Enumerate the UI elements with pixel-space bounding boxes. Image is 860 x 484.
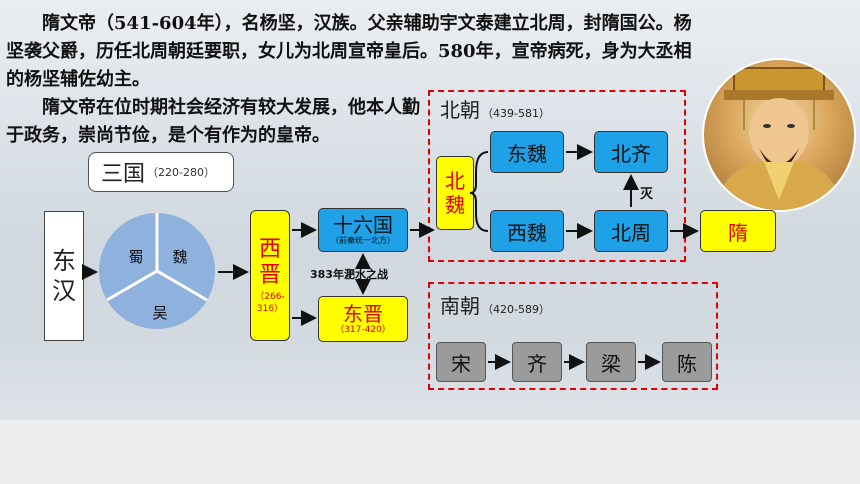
sanguo-years: （220-280）	[147, 166, 215, 179]
chen-label: 陈	[677, 351, 697, 376]
donghan-char-2: 汉	[52, 277, 76, 305]
beiwei-char-2: 魏	[445, 193, 465, 217]
beiqi-box: 北齐	[594, 131, 668, 173]
north-title: 北朝（439-581）	[440, 94, 550, 123]
sui-box: 隋	[700, 210, 776, 252]
qi-box: 齐	[512, 342, 562, 382]
donghan-char-1: 东	[52, 247, 76, 275]
mie-label: 灭	[640, 187, 654, 202]
pie-label-shu: 蜀	[128, 248, 143, 266]
south-title: 南朝（420-589）	[440, 290, 550, 319]
intro-text-1: 隋文帝（541-604年），名杨坚，汉族。父亲辅助宇文泰建立北周，封隋国公。杨坚…	[6, 13, 692, 90]
dongjin-box: 东晋 （317-420）	[318, 296, 408, 342]
dongwei-label: 东魏	[507, 141, 547, 166]
xijin-char-2: 晋	[258, 262, 281, 288]
feishui-battle-label: 383年淝水之战	[310, 268, 388, 281]
intro-text-2: 隋文帝在位时期社会经济有较大发展，他本人勤于政务，崇尚节俭，是个有作为的皇帝。	[6, 97, 420, 146]
south-years: （420-589）	[482, 303, 550, 316]
song-box: 宋	[436, 342, 486, 382]
south-dynasties-region	[428, 282, 718, 390]
donghan-box: 东 汉	[44, 211, 84, 341]
pie-label-wu: 吴	[152, 304, 167, 322]
beiwei-char-1: 北	[445, 169, 465, 193]
shiliuguo-note: （前秦统一北方）	[331, 236, 395, 245]
chen-box: 陈	[662, 342, 712, 382]
dongwei-box: 东魏	[490, 131, 564, 173]
qi-label: 齐	[527, 351, 547, 376]
xijin-years: （266-316）	[255, 291, 285, 314]
intro-paragraph-2: 隋文帝在位时期社会经济有较大发展，他本人勤于政务，崇尚节俭，是个有作为的皇帝。	[6, 94, 426, 150]
beizhou-label: 北周	[611, 220, 651, 245]
beiqi-label: 北齐	[611, 141, 651, 166]
sanguo-title: 三国	[101, 162, 146, 187]
north-years: （439-581）	[482, 107, 550, 120]
dongjin-years: （317-420）	[335, 324, 391, 335]
liang-box: 梁	[586, 342, 636, 382]
xijin-box: 西 晋 （266-316）	[250, 210, 290, 341]
pie-label-wei: 魏	[172, 248, 187, 266]
shiliuguo-box: 十六国 （前秦统一北方）	[318, 208, 408, 252]
xijin-char-1: 西	[258, 236, 281, 262]
pie-divider-left	[106, 269, 158, 302]
xiwei-label: 西魏	[507, 220, 547, 245]
portrait-figure-icon	[714, 67, 844, 210]
intro-paragraph-1: 隋文帝（541-604年），名杨坚，汉族。父亲辅助宇文泰建立北周，封隋国公。杨坚…	[6, 10, 706, 94]
beizhou-box: 北周	[594, 210, 668, 252]
three-kingdoms-pie: 蜀 魏 吴	[99, 213, 215, 329]
sanguo-label: 三国 （220-280）	[88, 152, 234, 192]
liang-label: 梁	[601, 351, 621, 376]
footer-band	[0, 420, 860, 484]
song-label: 宋	[451, 351, 471, 376]
north-dynasties-region	[428, 90, 686, 262]
north-title-text: 北朝	[440, 98, 480, 122]
pie-divider-right	[156, 269, 208, 302]
beiwei-box: 北 魏	[436, 156, 474, 230]
south-title-text: 南朝	[440, 294, 480, 318]
dongjin-title: 东晋	[343, 301, 383, 326]
xiwei-box: 西魏	[490, 210, 564, 252]
shiliuguo-title: 十六国	[333, 213, 393, 237]
emperor-portrait	[702, 58, 856, 212]
sui-label: 隋	[728, 220, 748, 245]
